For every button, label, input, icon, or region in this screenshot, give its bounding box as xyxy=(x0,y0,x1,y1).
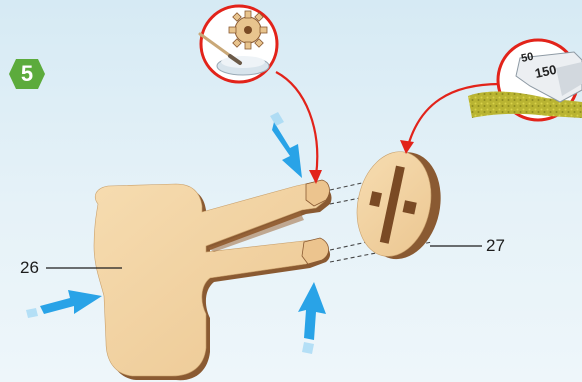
handle-piece xyxy=(94,180,332,380)
gear-icon xyxy=(229,11,267,49)
sandpaper-callout xyxy=(468,40,582,120)
disc-right-slot xyxy=(403,200,417,214)
part-label-26: 26 xyxy=(20,258,39,278)
step-badge: 5 xyxy=(8,58,46,90)
arrow-down-top xyxy=(270,112,302,178)
step-number: 5 xyxy=(8,58,46,90)
glue-callout xyxy=(200,6,277,82)
round-disc-piece xyxy=(348,144,451,267)
arrow-up-bottom xyxy=(298,282,326,354)
arrow-right-left xyxy=(26,290,102,318)
part-label-27: 27 xyxy=(486,236,505,256)
